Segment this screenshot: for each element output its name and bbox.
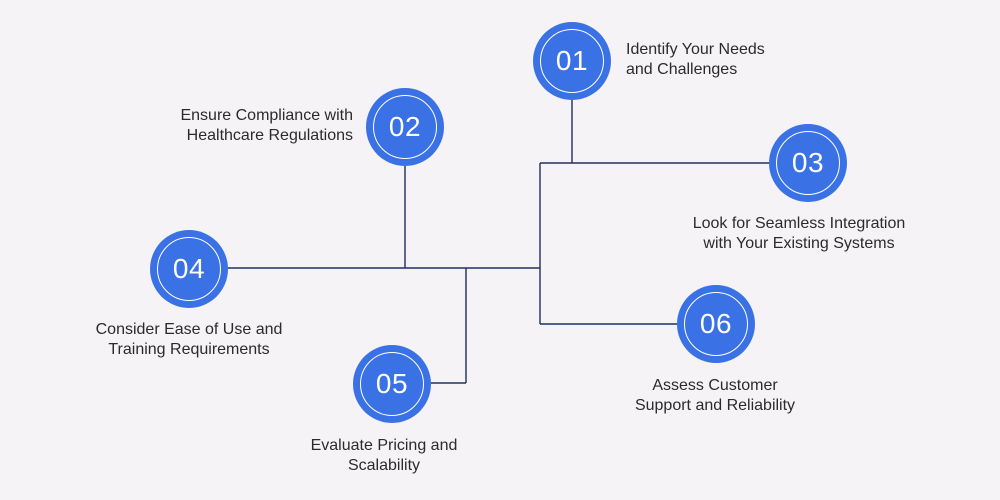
step-04-badge: 04 [150,230,228,308]
step-02-label-line2: Healthcare Regulations [186,127,353,144]
step-05-ring: 05 [360,352,424,416]
step-01-label-line2: and Challenges [626,61,738,78]
step-05-label-line2: Scalability [347,457,421,474]
step-06-label: Assess Customer Support and Reliability [585,376,845,416]
step-04-number: 04 [172,253,206,284]
step-06-label-line2: Support and Reliability [634,397,796,414]
step-06-ring: 06 [684,292,748,356]
step-01-number: 01 [555,45,589,76]
step-05-label-line1: Evaluate Pricing and [310,437,458,454]
step-03-ring: 03 [776,131,840,195]
step-02-ring: 02 [373,95,437,159]
step-01-ring: 01 [540,29,604,93]
step-06-number: 06 [699,308,733,339]
step-06-label-line1: Assess Customer [652,377,778,394]
step-01-label: Identify Your Needs and Challenges [626,40,765,80]
step-05-badge: 05 [353,345,431,423]
step-06-badge: 06 [677,285,755,363]
step-03-label: Look for Seamless Integration with Your … [664,214,934,254]
step-03-number: 03 [791,147,825,178]
step-02-label: Ensure Compliance with Healthcare Regula… [180,106,353,146]
step-05-number: 05 [375,368,409,399]
step-01-badge: 01 [533,22,611,100]
step-02-number: 02 [388,111,422,142]
step-04-label-line1: Consider Ease of Use and [95,321,283,338]
step-04-label-line2: Training Requirements [108,341,270,358]
step-03-badge: 03 [769,124,847,202]
step-03-label-line2: with Your Existing Systems [703,235,895,252]
step-02-label-line1: Ensure Compliance with [180,107,353,124]
step-04-ring: 04 [157,237,221,301]
step-01-label-line1: Identify Your Needs [626,41,765,58]
step-03-label-line1: Look for Seamless Integration [692,215,906,232]
step-04-label: Consider Ease of Use and Training Requir… [59,320,319,360]
step-05-label: Evaluate Pricing and Scalability [254,436,514,476]
step-02-badge: 02 [366,88,444,166]
